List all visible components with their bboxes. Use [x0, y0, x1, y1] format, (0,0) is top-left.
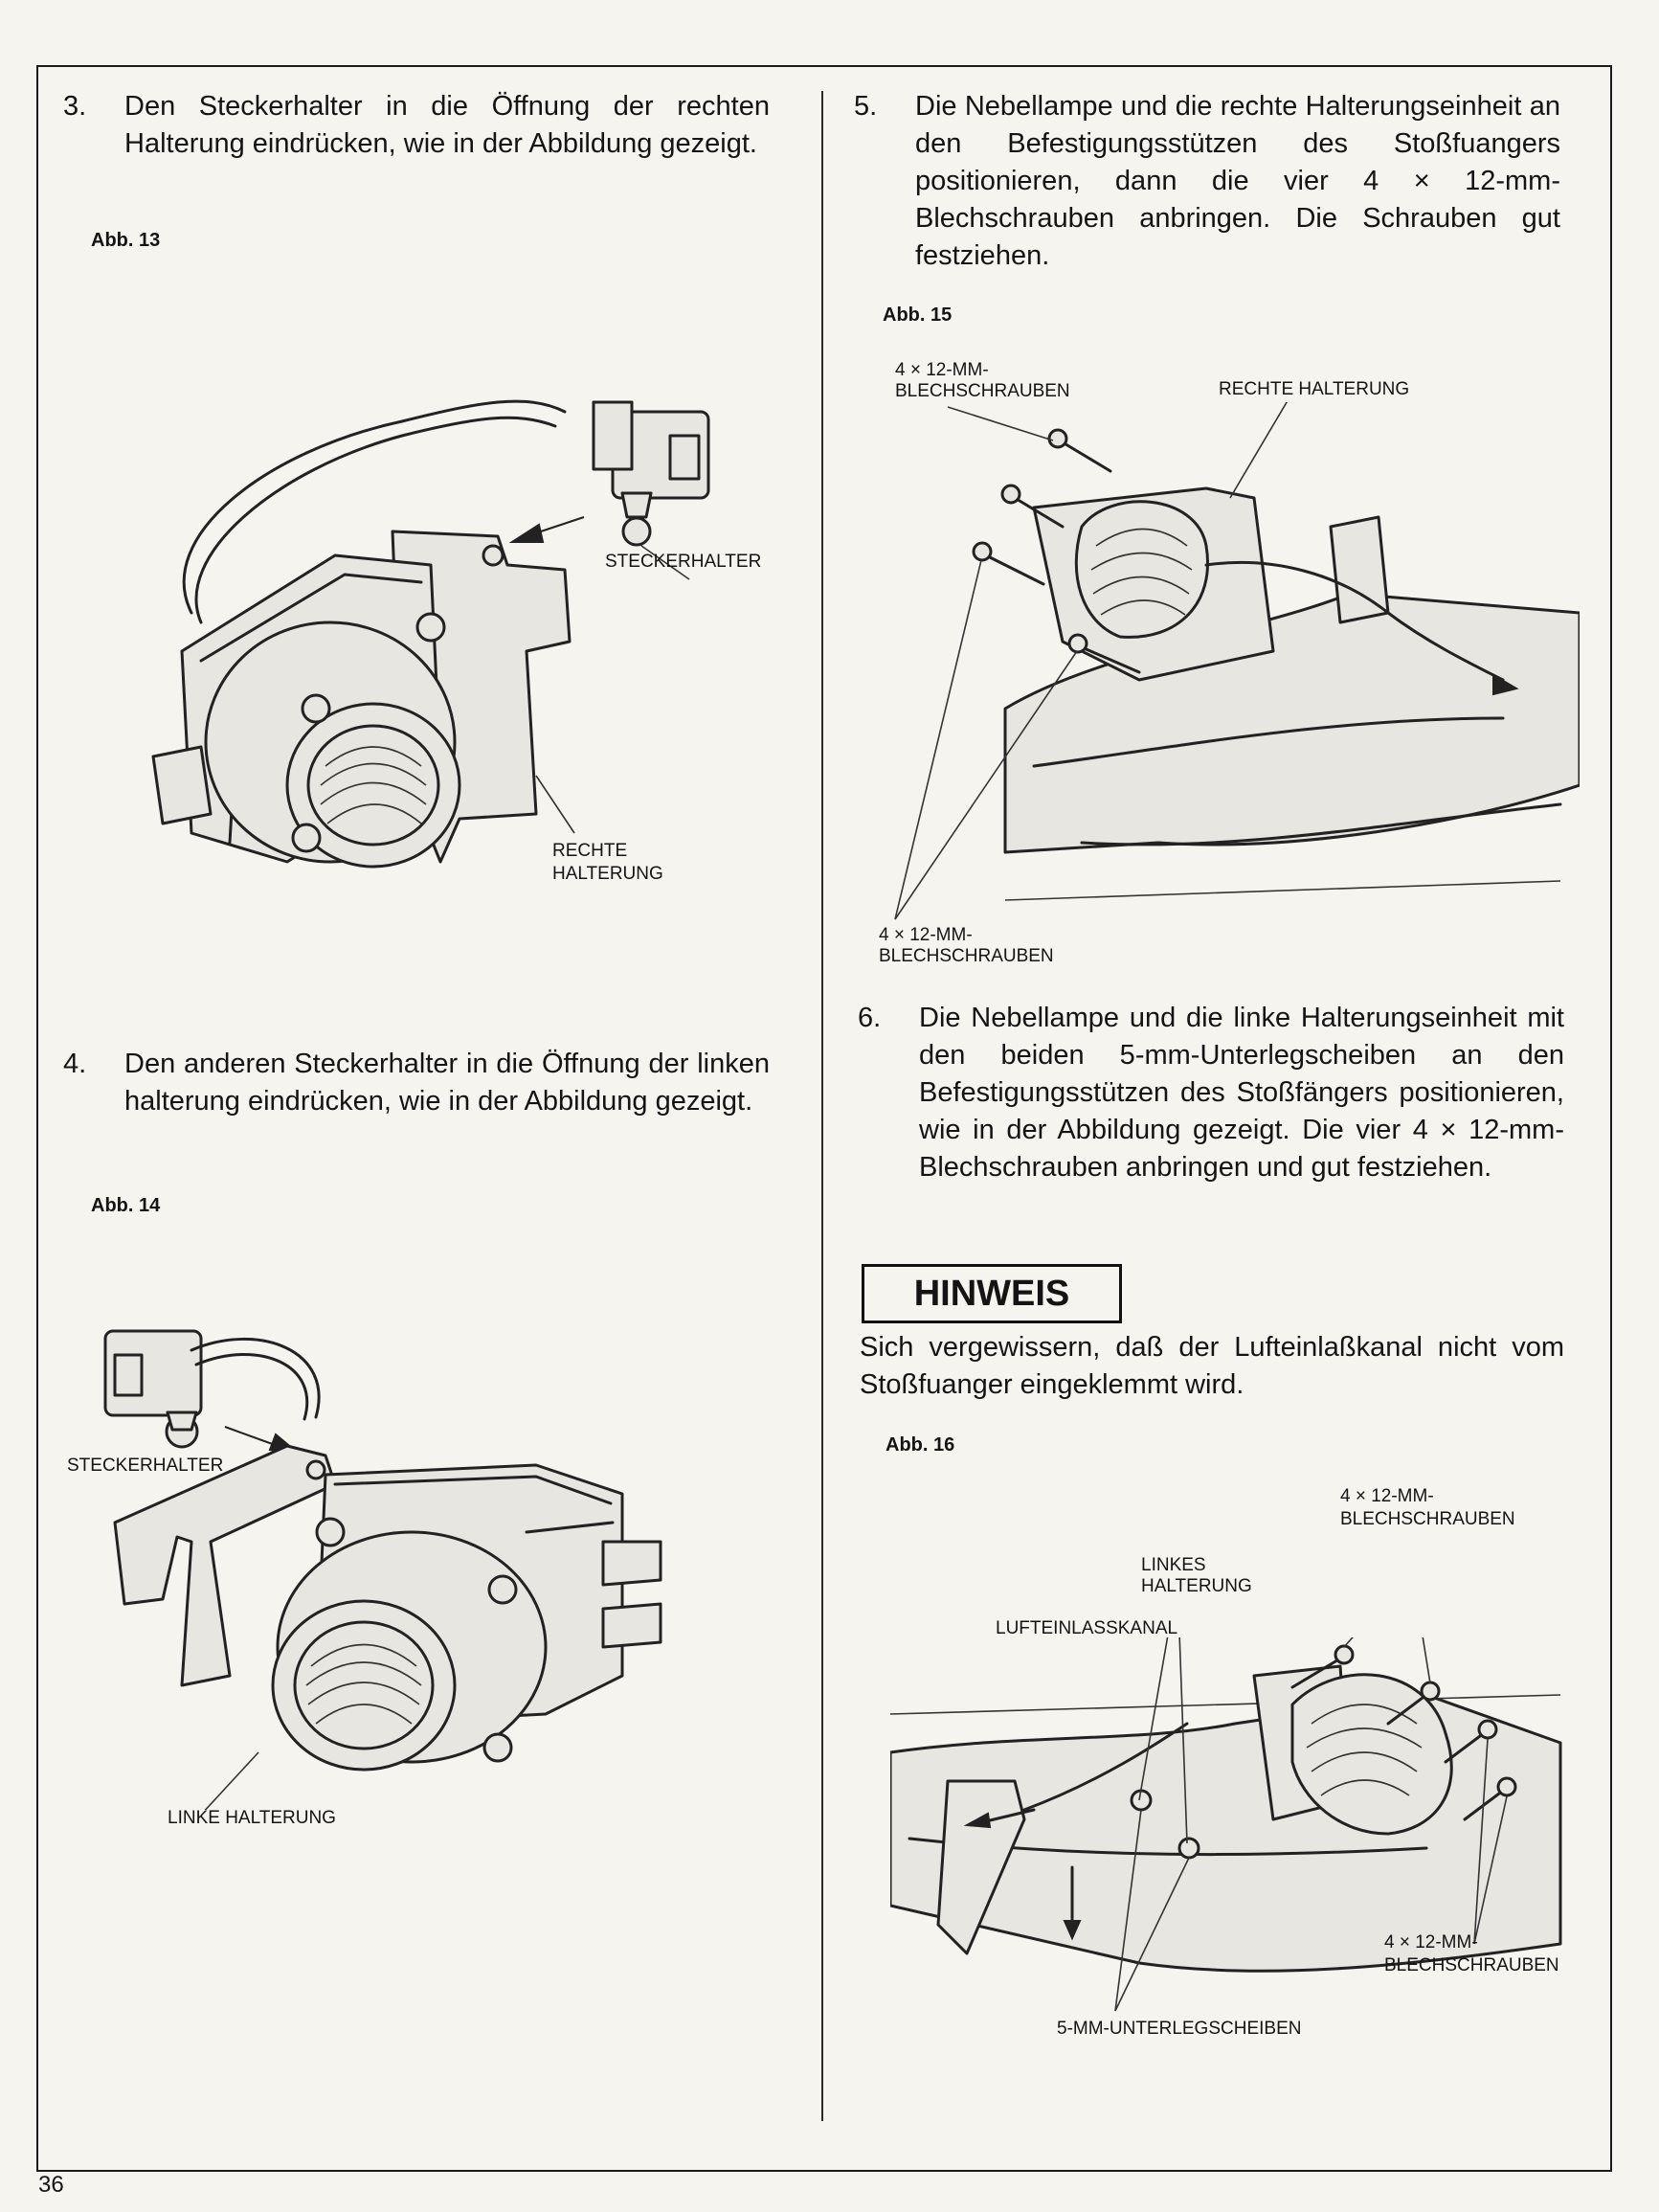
step-5: 5. Die Nebellampe und die rechte Halteru… — [854, 88, 1560, 275]
step-text: Den anderen Steckerhalter in die Öffnung… — [124, 1049, 770, 1117]
figure-14-left-bracket-lamp — [103, 1329, 662, 1810]
callout-screws-bottom-15a: 4 × 12-mm- — [879, 925, 973, 945]
figure-label-14: Abb. 14 — [91, 1195, 161, 1216]
callout-screws-top-15a: 4 × 12-mm- — [895, 360, 989, 380]
callout-rechte: RECHTE — [552, 841, 628, 861]
callout-screws-bottom-15b: BLECHSCHRAUBEN — [879, 946, 1054, 966]
callout-rechte-halterung-15: RECHTE HALTERUNG — [1219, 379, 1410, 399]
callout-linkes: LINKES — [1141, 1555, 1206, 1575]
callout-halterung: HALTERUNG — [552, 864, 663, 884]
figure-label-16: Abb. 16 — [886, 1434, 955, 1456]
callout-screws-top-16a: 4 × 12-mm- — [1340, 1486, 1434, 1506]
step-text: Die Nebellampe und die rechte Halterungs… — [915, 91, 1560, 271]
callout-linkes-halterung: HALTERUNG — [1141, 1576, 1252, 1596]
step-3: 3. Den Steckerhalter in die Öffnung der … — [63, 88, 770, 163]
figure-16-left-mount-bumper — [890, 1637, 1562, 2012]
callout-screws-top-16b: BLECHSCHRAUBEN — [1340, 1509, 1515, 1529]
callout-screws-bottom-16b: BLECHSCHRAUBEN — [1384, 1955, 1559, 1975]
step-text: Die Nebellampe und die linke Halterungse… — [919, 1003, 1564, 1183]
figure-15-right-mount-bumper — [894, 402, 1580, 920]
step-6: 6. Die Nebellampe und die linke Halterun… — [858, 1000, 1564, 1186]
figure-label-15: Abb. 15 — [883, 305, 953, 326]
callout-steckerhalter-14: STECKERHALTER — [67, 1456, 224, 1476]
hinweis-title: HINWEIS — [862, 1264, 1122, 1323]
callout-linke-halterung: LINKE HALTERUNG — [168, 1808, 336, 1828]
step-number: 3. — [63, 91, 87, 122]
step-text: Den Steckerhalter in die Öffnung der rec… — [124, 91, 770, 159]
step-number: 4. — [63, 1049, 87, 1079]
hinweis-text: Sich vergewissern, daß der Lufteinlaßkan… — [860, 1332, 1564, 1400]
step-number: 5. — [854, 91, 878, 122]
figure-label-13: Abb. 13 — [91, 230, 161, 251]
column-divider — [821, 91, 823, 2121]
step-number: 6. — [858, 1003, 882, 1033]
callout-steckerhalter: STECKERHALTER — [605, 552, 762, 572]
callout-lufteinlasskanal: LUFTEINLASSKANAL — [996, 1618, 1178, 1638]
step-4: 4. Den anderen Steckerhalter in die Öffn… — [63, 1046, 770, 1120]
page-number: 36 — [38, 2172, 64, 2198]
callout-screws-top-15b: BLECHSCHRAUBEN — [895, 381, 1070, 401]
callout-screws-bottom-16a: 4 × 12-mm- — [1384, 1932, 1478, 1952]
page-border — [36, 65, 1612, 2172]
figure-13-right-bracket-lamp — [151, 399, 710, 869]
callout-washers: 5-mm-UNTERLEGSCHEIBEN — [1057, 2019, 1302, 2039]
